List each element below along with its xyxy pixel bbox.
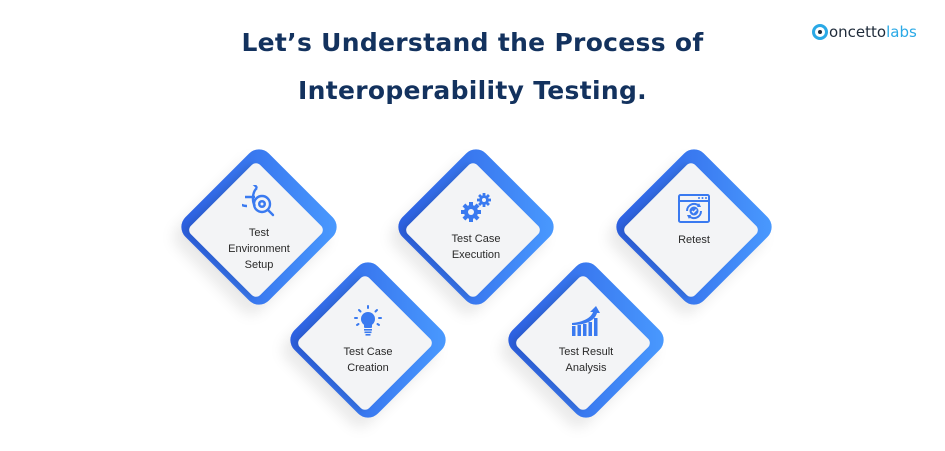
step-test-case-execution: Test Case Execution [384, 143, 560, 321]
step-label: Test Result Analysis [558, 346, 614, 374]
step-label: Retest [678, 234, 710, 246]
step-test-environment-setup: Test Environment Setup [167, 143, 343, 321]
logo-text-accent: labs [886, 23, 917, 41]
lightbulb-icon [354, 305, 382, 336]
step-test-result-analysis: Test Result Analysis [494, 256, 670, 434]
step-label: Test Case Creation [343, 346, 393, 374]
step-retest: Retest [602, 143, 778, 321]
page-title-line2: Interoperability Testing. [298, 76, 647, 105]
step-test-case-creation: Test Case Creation [276, 256, 452, 434]
step-label: Test Case Execution [451, 233, 501, 261]
logo-c-icon [812, 24, 828, 40]
globe-search-gear-icon [242, 185, 275, 217]
browser-refresh-check-icon [678, 194, 710, 223]
step-label: Test Environment Setup [228, 227, 290, 271]
page-title-line1: Let’s Understand the Process of [241, 28, 704, 57]
bar-chart-growth-icon [572, 306, 600, 336]
logo-text-main: oncetto [829, 23, 887, 41]
gears-icon [461, 193, 491, 222]
